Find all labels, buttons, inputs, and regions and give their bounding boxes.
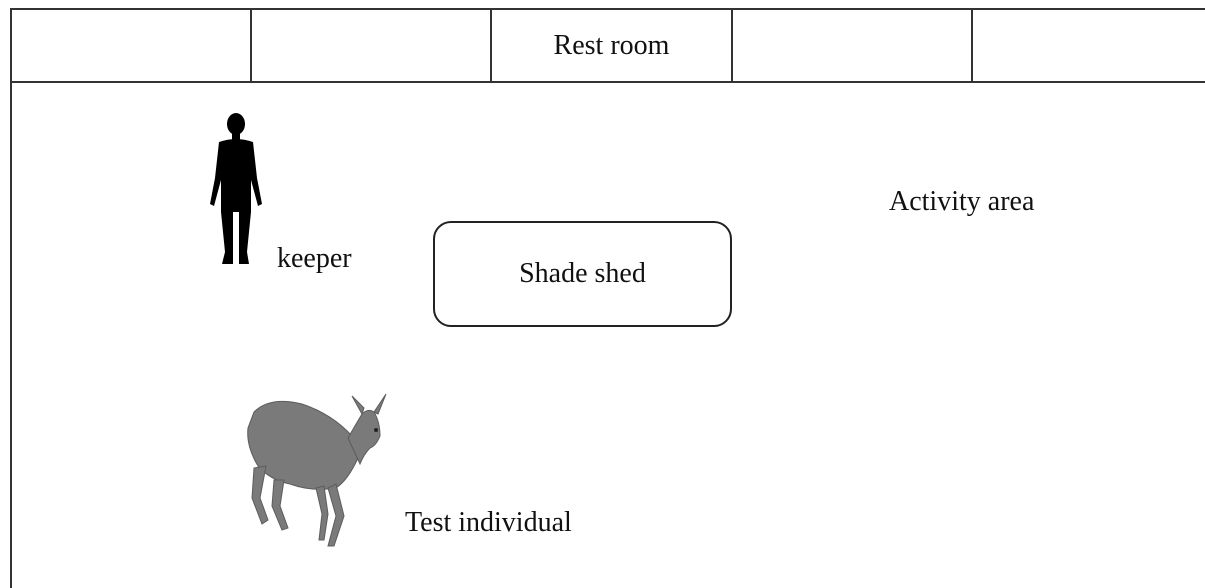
deer-icon — [247, 393, 387, 547]
room-cell-2 — [252, 10, 492, 81]
rest-room-row: Rest room — [12, 10, 1205, 83]
test-individual-label: Test individual — [405, 507, 572, 538]
person-silhouette-icon — [210, 113, 262, 264]
activity-area-label: Activity area — [889, 186, 1035, 217]
keeper-label: keeper — [277, 243, 352, 274]
room-cell-1 — [12, 10, 252, 81]
room-cell-4 — [733, 10, 973, 81]
shade-shed-label: Shade shed — [519, 258, 646, 289]
room-cell-rest-room: Rest room — [492, 10, 733, 81]
room-cell-5 — [973, 10, 1205, 81]
enclosure-diagram: Rest room — [10, 8, 1205, 588]
shade-shed: Shade shed — [433, 221, 732, 327]
